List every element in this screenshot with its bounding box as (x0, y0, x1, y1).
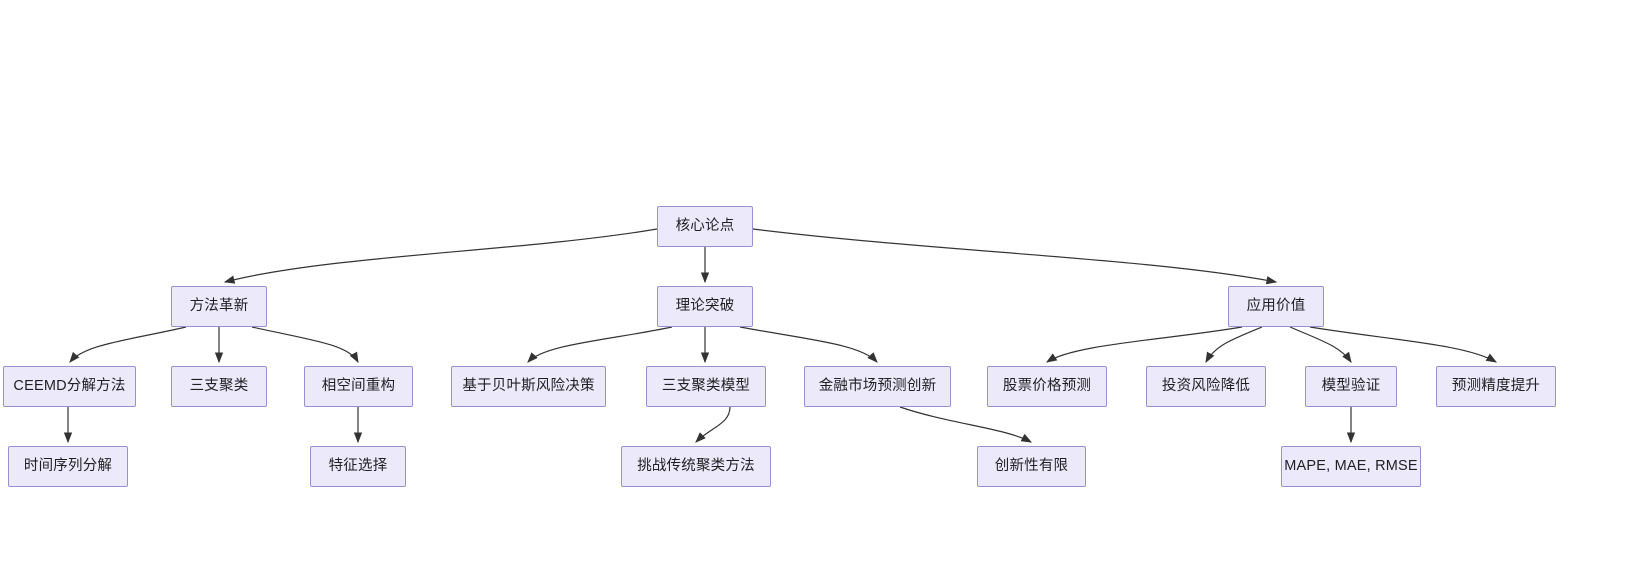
node-l2a3[interactable]: 相空间重构 (304, 366, 413, 407)
node-l2a2[interactable]: 三支聚类 (171, 366, 267, 407)
node-label-l2a2: 三支聚类 (189, 378, 249, 395)
node-label-l1b: 理论突破 (675, 298, 735, 315)
node-label-l2b3: 金融市场预测创新 (818, 378, 937, 395)
node-l2b1[interactable]: 基于贝叶斯风险决策 (451, 366, 606, 407)
node-label-l3c3: MAPE, MAE, RMSE (1284, 458, 1418, 475)
node-label-l2b1: 基于贝叶斯风险决策 (462, 378, 595, 395)
edge-l1c-to-l2c2 (1205, 326, 1263, 364)
edge-l1c-to-l2c1 (1045, 326, 1243, 363)
edge-l1c-to-l2c4 (1309, 326, 1498, 363)
edge-l1a-to-l2a1 (69, 326, 187, 363)
node-l3b2[interactable]: 挑战传统聚类方法 (621, 446, 771, 487)
edge-l2b2-to-l3b2 (695, 406, 731, 443)
node-label-l3a1: 时间序列分解 (23, 458, 113, 475)
node-l2a1[interactable]: CEEMD分解方法 (3, 366, 136, 407)
node-l3b3[interactable]: 创新性有限 (977, 446, 1086, 487)
node-label-l2a3: 相空间重构 (321, 378, 396, 395)
node-l3a3[interactable]: 特征选择 (310, 446, 406, 487)
node-l2b2[interactable]: 三支聚类模型 (646, 366, 766, 407)
node-label-l2b2: 三支聚类模型 (661, 378, 751, 395)
edge-root-to-l1a (223, 228, 658, 284)
node-label-l1c: 应用价值 (1246, 298, 1306, 315)
node-label-l3b3: 创新性有限 (994, 458, 1069, 475)
node-label-root: 核心论点 (675, 218, 735, 235)
node-label-l2c1: 股票价格预测 (1002, 378, 1092, 395)
edge-l1b-to-l2b1 (527, 326, 673, 363)
node-label-l3b2: 挑战传统聚类方法 (637, 458, 755, 475)
node-root[interactable]: 核心论点 (657, 206, 753, 247)
node-l3a1[interactable]: 时间序列分解 (8, 446, 128, 487)
edge-root-to-l1c (752, 228, 1278, 285)
node-l1b[interactable]: 理论突破 (657, 286, 753, 327)
node-l2b3[interactable]: 金融市场预测创新 (804, 366, 951, 407)
edge-l1a-to-l2a3 (251, 326, 359, 364)
node-l1a[interactable]: 方法革新 (171, 286, 267, 327)
edge-l1b-to-l2b3 (739, 326, 878, 363)
node-l2c4[interactable]: 预测精度提升 (1436, 366, 1556, 407)
node-l2c3[interactable]: 模型验证 (1305, 366, 1397, 407)
node-l1c[interactable]: 应用价值 (1228, 286, 1324, 327)
node-label-l3a3: 特征选择 (328, 458, 388, 475)
edge-group (63, 228, 1498, 444)
node-label-l2c3: 模型验证 (1321, 378, 1381, 395)
node-l3c3[interactable]: MAPE, MAE, RMSE (1281, 446, 1421, 487)
edge-l2b3-to-l3b3 (899, 406, 1033, 443)
node-label-l2c2: 投资风险降低 (1161, 378, 1251, 395)
node-label-l1a: 方法革新 (189, 298, 249, 315)
node-l2c1[interactable]: 股票价格预测 (987, 366, 1107, 407)
edge-l1c-to-l2c3 (1289, 326, 1352, 363)
node-label-l2c4: 预测精度提升 (1451, 378, 1541, 395)
node-l2c2[interactable]: 投资风险降低 (1146, 366, 1266, 407)
node-label-l2a1: CEEMD分解方法 (13, 378, 126, 395)
